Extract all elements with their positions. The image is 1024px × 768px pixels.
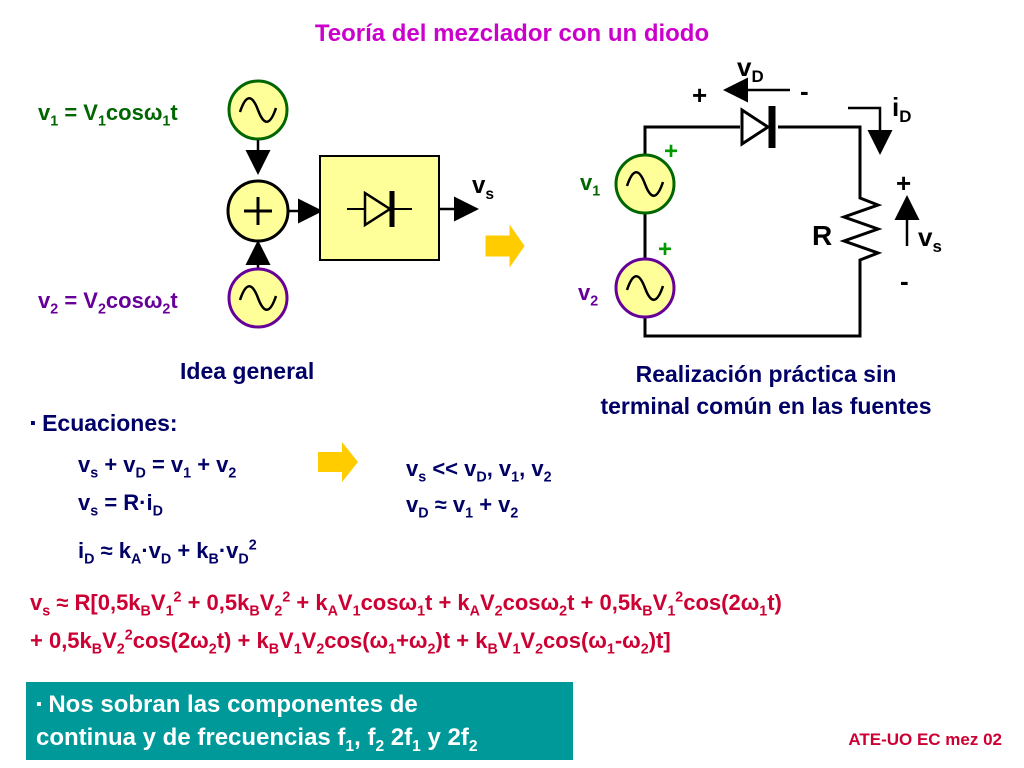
note-line1: ▪ Nos sobran las componentes de (36, 691, 418, 718)
footer-reference: ATE-UO EC mez 02 (848, 730, 1002, 749)
right-caption-line2: terminal común en las fuentes (600, 393, 932, 419)
id-label: iD (892, 92, 912, 127)
left-caption: Idea general (180, 358, 315, 384)
condition-1: vs << vD, v1, v2 (406, 456, 552, 486)
block-output-label: vs (472, 172, 495, 203)
equation-2: vs = R·iD (78, 490, 163, 520)
v1-plus-sign: + (664, 138, 679, 165)
sum-node-icon (226, 179, 290, 243)
circuit-v1-source-icon (614, 153, 676, 215)
equations-heading: ▪ Ecuaciones: (30, 410, 178, 436)
v2-equation-label: v2 = V2cosω2t (38, 288, 178, 318)
vs-plus-sign: + (896, 168, 912, 198)
diode-icon (740, 106, 776, 148)
equation-1: vs + vD = v1 + v2 (78, 452, 237, 482)
vd-plus-sign: + (692, 80, 708, 110)
vd-label: vD (737, 52, 764, 87)
circuit-v1-label: v1 (580, 170, 601, 200)
right-arrow-icon (485, 224, 525, 268)
v2-plus-sign: + (658, 236, 673, 263)
right-caption-line1: Realización práctica sin (635, 361, 897, 387)
circuit-v2-source-icon (614, 257, 676, 319)
v1-source-icon (227, 79, 289, 141)
circuit-v2-label: v2 (578, 280, 599, 310)
equation-3: iD ≈ kA·vD + kB·vD2 (78, 537, 257, 568)
mixer-diagrams (226, 77, 920, 338)
diode-block (319, 155, 440, 261)
vd-minus-sign: - (800, 76, 809, 106)
left-diagram (226, 79, 479, 329)
resistor-icon (839, 193, 883, 267)
resistor-label: R (812, 220, 833, 251)
conclusion-note: ▪ Nos sobran las componentes de continua… (26, 682, 573, 760)
note-line2: continua y de frecuencias f1, f2 2f1 y 2… (36, 724, 478, 755)
v2-source-icon (227, 267, 289, 329)
right-arrow-icon (318, 442, 358, 482)
right-caption: Realización práctica sin terminal común … (548, 358, 984, 422)
id-arrow (848, 106, 893, 155)
right-circuit (614, 77, 920, 338)
vs-minus-sign: - (900, 266, 909, 296)
vs-label: vs (918, 222, 942, 257)
result-equation-line1: vs ≈ R[0,5kBV12 + 0,5kBV22 + kAV1cosω1t … (30, 589, 782, 620)
page-title: Teoría del mezclador con un diodo (314, 20, 710, 47)
result-equation-line2: + 0,5kBV22cos(2ω2t) + kBV1V2cos(ω1+ω2)t … (30, 627, 671, 658)
condition-2: vD ≈ v1 + v2 (406, 492, 519, 522)
v1-equation-label: v1 = V1cosω1t (38, 100, 178, 130)
